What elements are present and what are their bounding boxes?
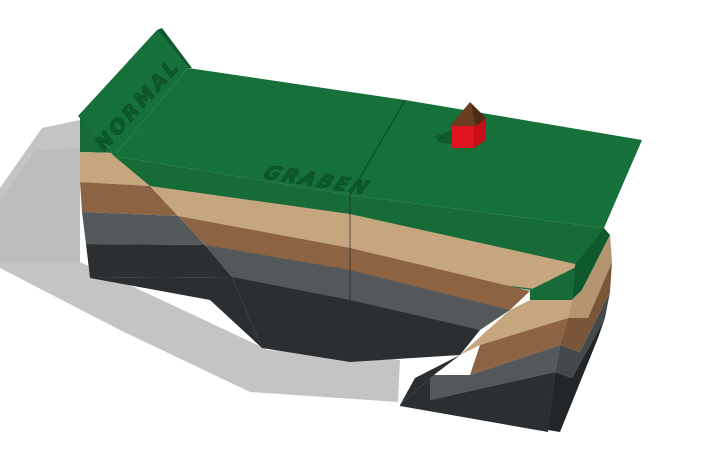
right-side-brown xyxy=(560,262,612,352)
house-roof-front xyxy=(450,102,476,126)
graben-tan-layer xyxy=(150,186,580,292)
house-shadow xyxy=(436,130,452,144)
right-gray-front xyxy=(430,345,560,400)
left-black-layer xyxy=(86,244,232,278)
normal-scarp-face xyxy=(78,30,188,156)
right-tan-front xyxy=(460,300,572,355)
right-side-black xyxy=(548,318,605,432)
house-model xyxy=(436,102,486,148)
left-brown-layer xyxy=(80,182,178,216)
right-block xyxy=(400,140,642,432)
top-seam xyxy=(349,99,406,196)
graben-gray-layer xyxy=(205,245,510,330)
left-fault-lower xyxy=(90,277,262,348)
right-side-green xyxy=(572,228,610,300)
model-shadow-soft xyxy=(0,148,80,262)
house-side-wall xyxy=(474,118,486,148)
right-black-front xyxy=(400,372,555,432)
house-front-wall xyxy=(452,126,474,148)
graben-brown-layer xyxy=(178,216,530,310)
graben-front xyxy=(114,156,604,362)
right-side-gray xyxy=(555,292,610,378)
left-block xyxy=(80,117,262,348)
right-side-tan xyxy=(568,235,612,318)
left-tan-layer xyxy=(80,152,150,186)
graben-black-layer xyxy=(232,277,480,362)
left-gray-layer xyxy=(82,212,205,245)
graben-top-surface xyxy=(114,68,642,228)
normal-scarp-edge xyxy=(157,28,192,68)
right-brown-front xyxy=(470,318,568,375)
house-roof-side xyxy=(470,102,486,126)
